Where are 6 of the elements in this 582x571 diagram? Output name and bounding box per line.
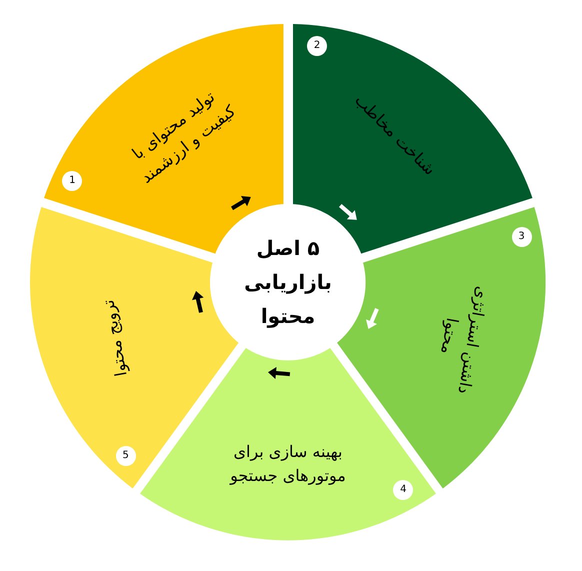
segment-label: شناخت مخاطب	[350, 89, 441, 181]
center-title: ۵ اصل بازاریابی محتوا	[243, 235, 333, 330]
segment-label: ترویج محتوا	[97, 298, 132, 380]
segment-label: تولید محتوای با کیفیت و ارزشمند	[127, 86, 240, 189]
segment-label: داشتن استراتژی محتوا	[436, 284, 494, 398]
segment-label: بهینه سازی برای موتورهای جستجو	[228, 440, 347, 487]
